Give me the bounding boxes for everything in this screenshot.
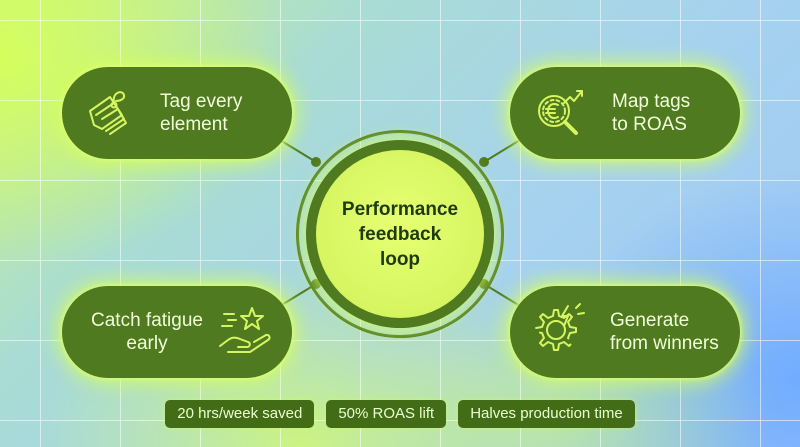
connector-dot-tag (311, 157, 321, 167)
node-tag-every-element: Tag every element (62, 67, 292, 159)
stat-badge: Halves production time (458, 400, 635, 428)
node-label: Catch fatigue early (91, 310, 203, 354)
connector-tag (279, 139, 317, 163)
stat-badge: 50% ROAS lift (326, 400, 447, 428)
stats-row: 20 hrs/week saved 50% ROAS lift Halves p… (0, 400, 800, 428)
tags-icon (89, 91, 127, 135)
hub-outer-ring (296, 130, 504, 338)
euro-magnifier-trend-icon (538, 90, 583, 135)
connector-generate (483, 283, 521, 307)
node-map-tags-to-roas: Map tags to ROAS (510, 67, 740, 159)
hub-title: Performance feedback loop (341, 198, 459, 270)
hub-core: Performance feedback loop (316, 150, 484, 318)
gear-spark-icon (535, 303, 585, 351)
node-label: Tag every element (160, 91, 243, 135)
stat-badge: 20 hrs/week saved (165, 400, 315, 428)
node-label: Generate from winners (610, 310, 719, 354)
connector-dot-map (479, 157, 489, 167)
hand-star-icon (219, 307, 271, 353)
connector-map (483, 139, 521, 163)
node-catch-fatigue-early: Catch fatigue early (62, 286, 292, 378)
node-label: Map tags to ROAS (612, 91, 691, 135)
node-generate-from-winners: Generate from winners (510, 286, 740, 378)
